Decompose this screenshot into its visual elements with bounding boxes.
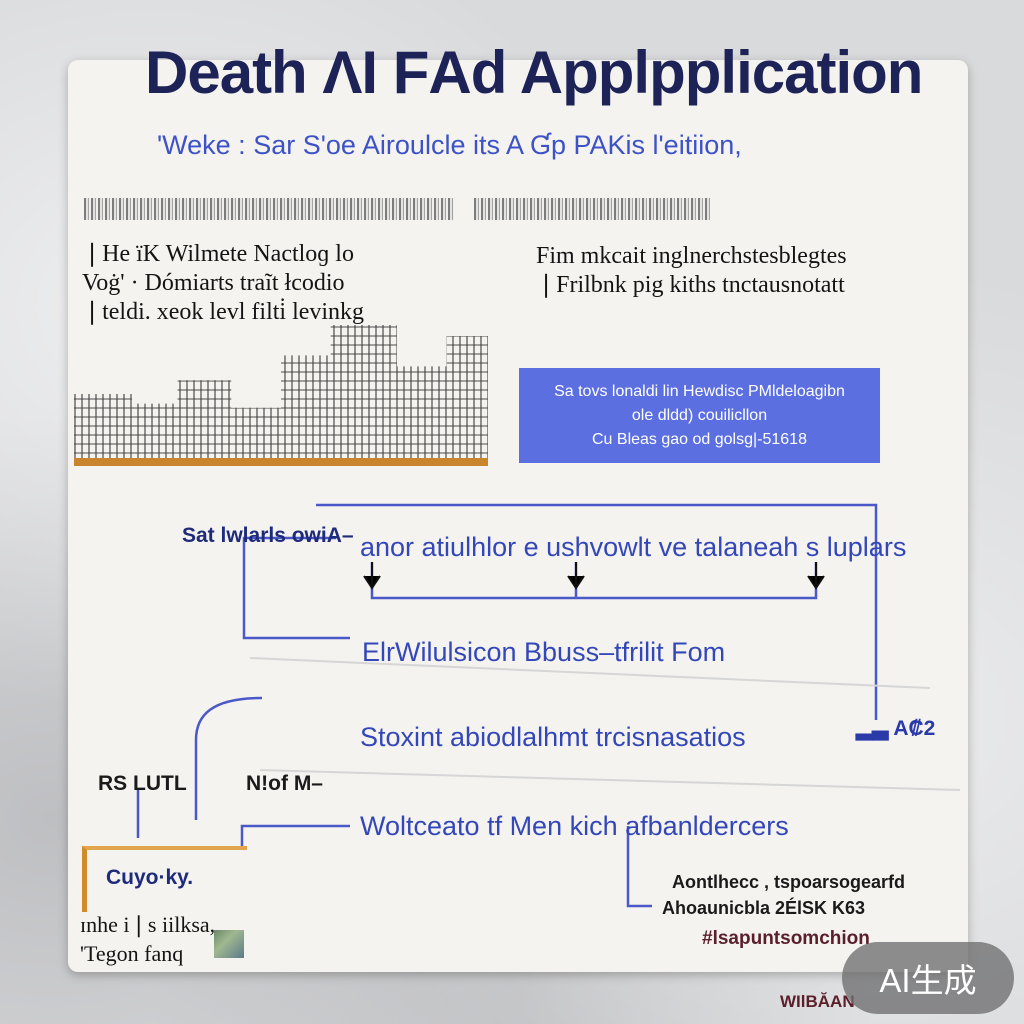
connector-right-frame — [316, 503, 878, 720]
bottom-left-box — [82, 846, 247, 912]
decorative-texture-right — [474, 198, 710, 220]
down-arrow-3 — [807, 562, 825, 590]
left-text-line: ❘He ïK Wilmete Nactloɡ lo — [82, 241, 354, 267]
down-arrow-1 — [363, 562, 381, 590]
connector-node4-down — [626, 826, 652, 908]
flow-source-label: Sat lwlarls owiA– — [182, 524, 354, 547]
bottom-right-line-2: Ahoaunicbla 2ÉlSK K63 — [662, 898, 866, 918]
right-text-line: ❘Frilbnk pig kiths tnctausnotatt — [536, 272, 845, 298]
flow-node-3: Stoxint abiodlalhmt trcisnasatios — [360, 722, 746, 752]
thumbnail-image — [214, 930, 244, 958]
ai-generated-badge: AI生成 — [842, 942, 1014, 1014]
callout-box: Sa tovs lonaldi lin Hewdisc PMldeloagibn… — [519, 368, 880, 463]
bottom-right-line-1: Aontlhecc , tspoarsogearfd — [672, 872, 906, 892]
flow-node-top: anor atiulhlor e ushvowlt ve talaneah s … — [360, 532, 907, 562]
flow-node-2: ElrWilulsicon Bbuss–tfrilit Fom — [362, 637, 726, 667]
callout-line: Sa tovs lonaldi lin Hewdisc PMldeloagibn — [554, 382, 845, 400]
footer-mark: WIlBĂAN — [780, 992, 855, 1011]
skyline-baseline — [74, 458, 488, 466]
left-text-line: ❘teldi. xeok levl filti̇ lеvinkg — [82, 299, 365, 325]
faint-guide-2 — [259, 769, 961, 791]
flow-node-4: Woltceato tf Men kich afbanldercers — [360, 811, 789, 841]
decorative-texture-left — [84, 198, 454, 220]
callout-line: Cu Bleas gao od golsg|-51618 — [592, 430, 807, 448]
bottom-right-line-3: #lsapuntsomchion — [702, 928, 870, 949]
connector-source-to-node2 — [242, 536, 350, 640]
connector-node4-left — [240, 824, 350, 852]
page-title: Death ΛΙ FΑd Applpplication — [145, 39, 923, 106]
faint-guide-1 — [249, 657, 931, 689]
page-subtitle: 'Weke : Sar S'oe Airoulcle its A Ɠp PAKi… — [157, 130, 742, 160]
bottom-left-line: ɪnhe i❘s iilksa, — [80, 912, 216, 937]
bottom-left-box-label: Cuyo·ky. — [106, 866, 194, 889]
flow-left-label-1: RS LUTL — [98, 772, 187, 795]
connector-node3-loop — [194, 696, 263, 820]
right-stub-label: ▂▃ A₡2 — [856, 717, 936, 740]
bottom-left-line: 'Tegon fanq — [80, 941, 184, 966]
left-text-line: Voġ' · Dómiarts traĩt łcodio — [82, 270, 345, 296]
flow-left-label-2: N!of M– — [246, 772, 323, 795]
left-text-block: ❘He ïK Wilmete Nactloɡ lo Voġ' · Dómiart… — [82, 240, 364, 327]
connector-top-bus — [370, 562, 818, 600]
right-text-block: Fim mkcait inglnerchstesblegtes ❘Frilbnk… — [536, 242, 847, 300]
callout-line: ole dldd) couilicllon — [631, 406, 768, 424]
down-arrow-2 — [567, 562, 585, 590]
bottom-left-text: ɪnhe i❘s iilksa, 'Tegon fanq — [80, 910, 215, 968]
right-text-line: Fim mkcait inglnerchstesblegtes — [536, 243, 847, 269]
